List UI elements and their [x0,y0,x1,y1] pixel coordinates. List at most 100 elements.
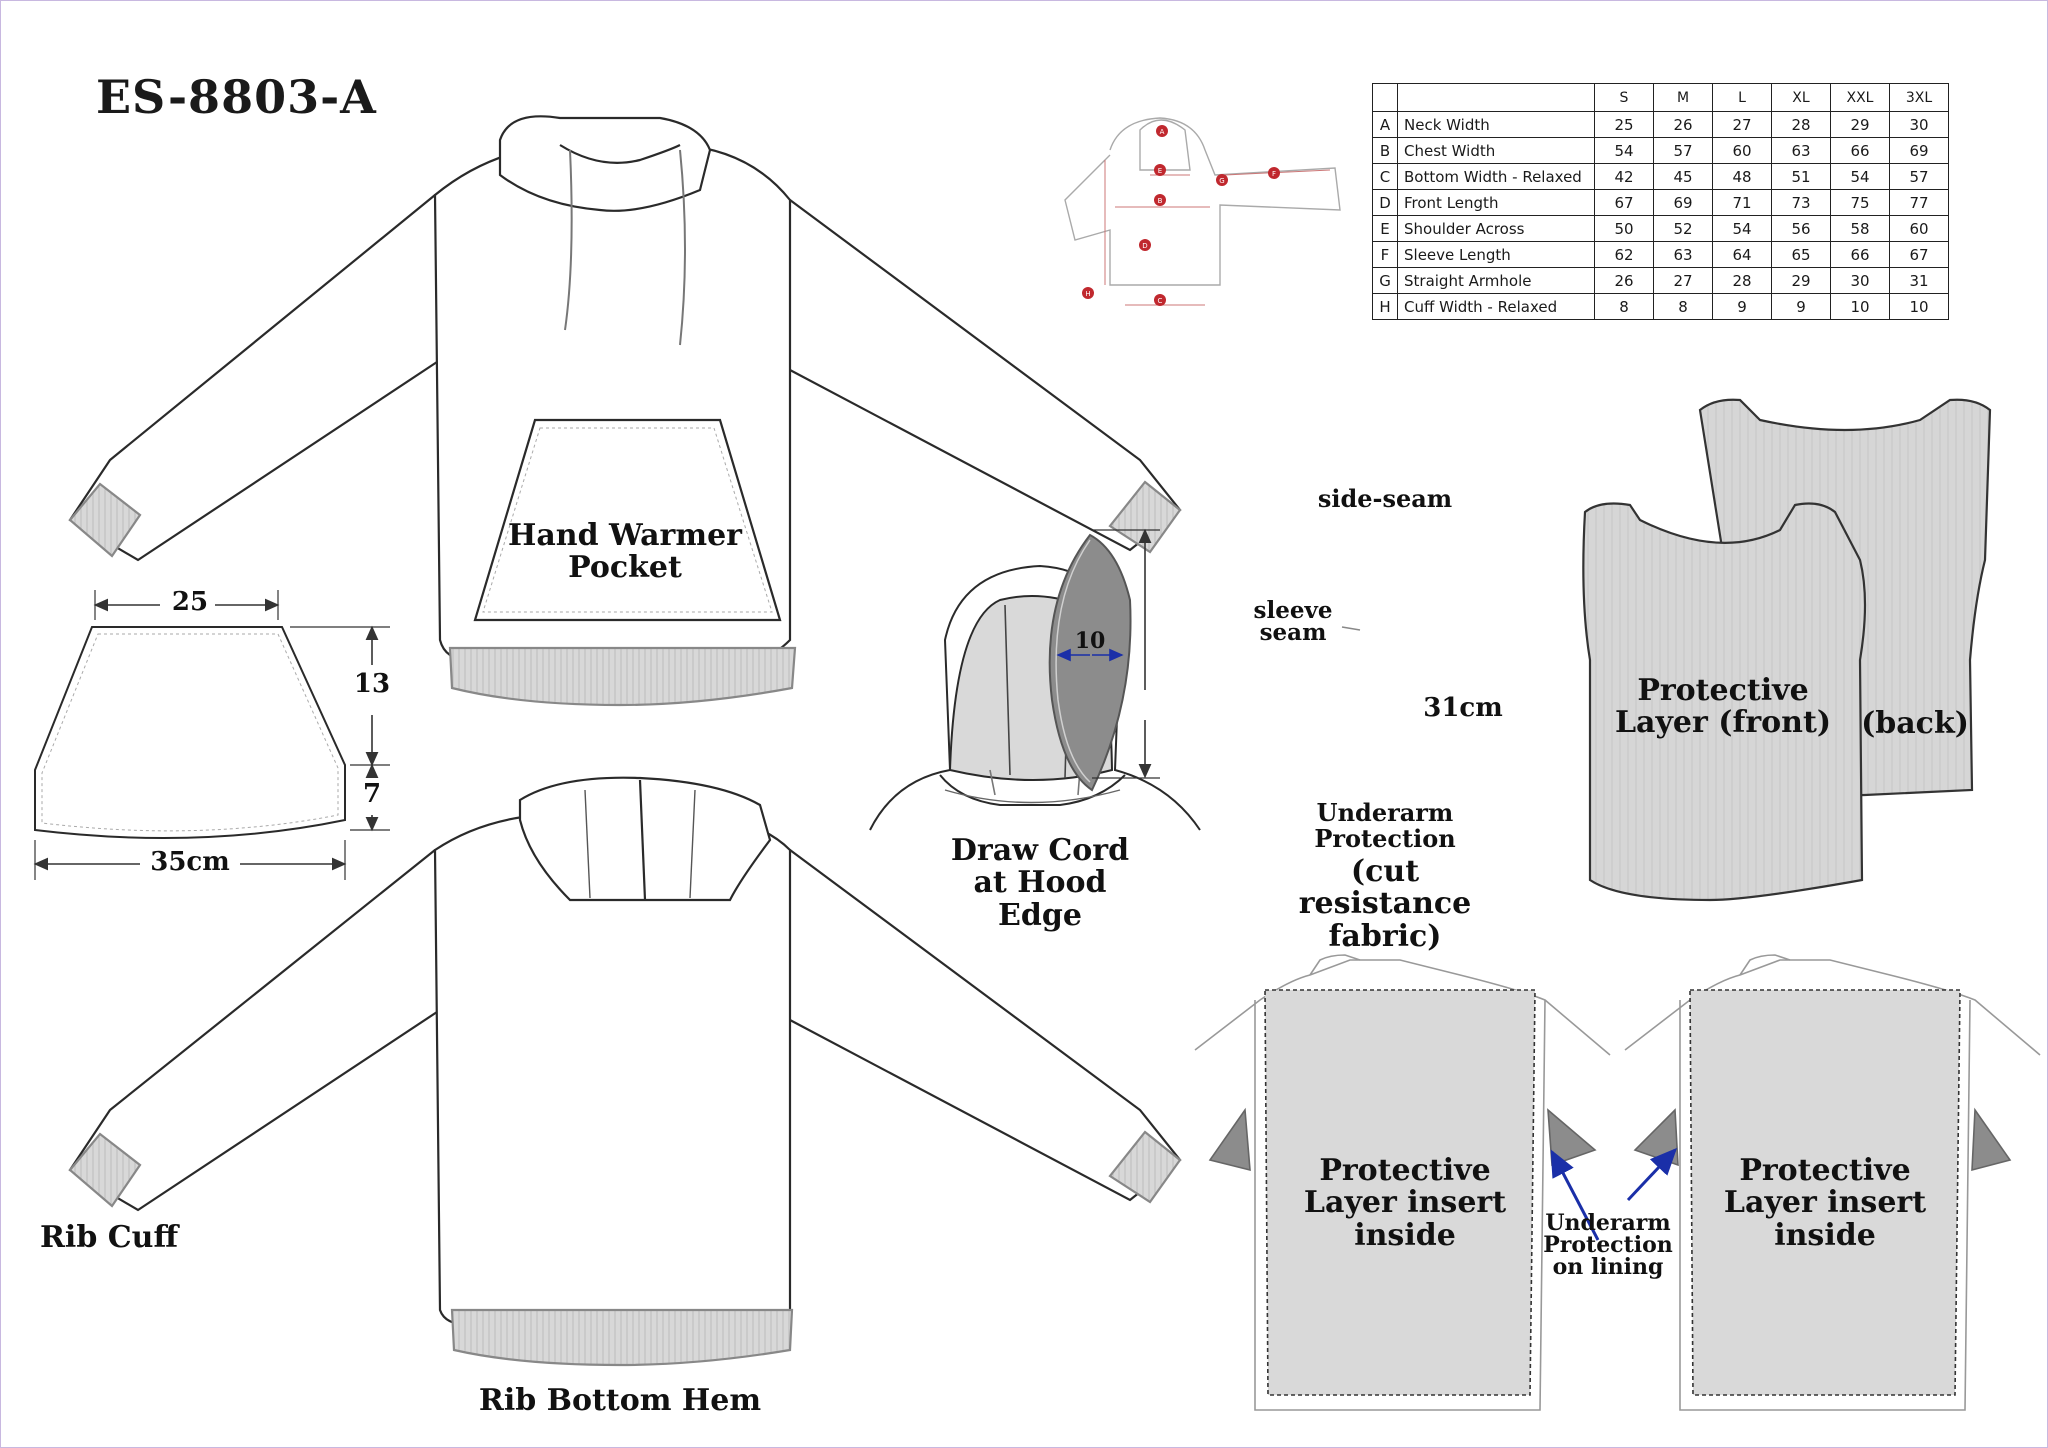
underarm-arrow-right [1626,1147,1678,1202]
cell: 27 [1712,111,1772,138]
guide-marker: B [1158,197,1163,205]
front-hoodie-sketch [68,115,1182,707]
row-name: Bottom Width - Relaxed [1397,163,1595,190]
insert-left-label: Protective Layer insert inside [1303,1153,1507,1253]
row-name: Chest Width [1397,137,1595,164]
cell: 9 [1771,293,1831,320]
cell: 71 [1712,189,1772,216]
cut-resistance-label: (cut resistance fabric) [1298,854,1472,954]
guide-marker: E [1158,167,1162,175]
cell: 73 [1771,189,1831,216]
back-hoodie-sketch [68,776,1182,1367]
cell: 30 [1889,111,1949,138]
header-name-cell [1397,83,1595,112]
insert-view-left [1194,954,1611,1411]
cell: 9 [1712,293,1772,320]
cell: 8 [1653,293,1713,320]
cell: 56 [1771,215,1831,242]
hood-bottom-width: 35cm [150,847,230,877]
guide-marker: H [1085,290,1090,298]
front-left-cuff [68,482,142,558]
row-name: Front Length [1397,189,1595,216]
hood-back-view [869,564,1201,831]
cell: 60 [1712,137,1772,164]
underarm-protection-label: Underarm Protection [1314,798,1456,854]
hood-height-lower: 7 [362,779,382,809]
back-rib-hem [450,1308,794,1367]
front-draw-cord-left [564,149,573,331]
cell: 28 [1771,111,1831,138]
draw-cord-label: Draw Cord at Hood Edge [950,833,1130,933]
row-name: Cuff Width - Relaxed [1397,293,1595,320]
back-hood [518,776,772,902]
measurement-guide-sketch [1064,117,1341,306]
cell: 66 [1830,137,1890,164]
insert-right-label: Protective Layer insert inside [1723,1153,1927,1253]
cell: 64 [1712,241,1772,268]
protective-layer-front-panel [1582,502,1867,902]
guide-marker: A [1160,128,1165,136]
cell: 60 [1889,215,1949,242]
back-left-cuff [68,1132,142,1208]
row-name: Sleeve Length [1397,241,1595,268]
cell: 8 [1594,293,1654,320]
cell: 26 [1653,111,1713,138]
cell: 63 [1653,241,1713,268]
hood-pattern-piece [33,590,390,880]
hood-top-width: 25 [171,587,209,617]
front-rib-hem [448,646,797,707]
guide-marker: D [1142,242,1147,250]
front-hood [498,115,712,212]
rib-hem-label: Rib Bottom Hem [478,1383,762,1418]
pocket-label: Hand Warmer Pocket [508,518,742,586]
guide-marker: C [1158,297,1163,305]
front-right-cuff [1108,480,1182,554]
cell: 42 [1594,163,1654,190]
rib-cuff-label: Rib Cuff [40,1220,179,1255]
cell: 66 [1830,241,1890,268]
measurement-guide-markers: A E G F B D H C [1082,125,1280,306]
back-right-cuff [1108,1130,1182,1204]
cell: 25 [1594,111,1654,138]
front-draw-cord-right [679,149,686,346]
hood-height-upper: 13 [353,669,391,699]
cell: 69 [1653,189,1713,216]
protective-back-label: (back) [1861,706,1969,741]
cell: 45 [1653,163,1713,190]
gusset-width: 10 [1074,628,1106,654]
size-chart-header-row: S M L XL XXL 3XL [1372,83,1949,112]
guide-marker: G [1219,177,1224,185]
front-right-sleeve [789,199,1182,552]
hand-warmer-pocket-outline [473,418,782,622]
protective-front-label: Protective Layer (front) [1614,673,1832,741]
gusset-length: 31cm [1423,693,1503,723]
cell: 10 [1889,293,1949,320]
cell: 67 [1889,241,1949,268]
sleeve-seam-label: sleeve seam [1253,597,1333,646]
underarm-lining-label: Underarm Protection on lining [1543,1210,1673,1280]
row-key: E [1372,215,1398,242]
side-seam-label: side-seam [1317,484,1453,513]
row-name: Neck Width [1397,111,1595,138]
style-number-title: ES-8803-A [96,70,377,124]
guide-marker: F [1272,170,1276,178]
underarm-gusset-piece [1048,528,1361,792]
cell: 77 [1889,189,1949,216]
cell: 65 [1771,241,1831,268]
row-key: D [1372,189,1398,216]
cell: 57 [1653,137,1713,164]
cell: 57 [1889,163,1949,190]
row-name: Shoulder Across [1397,215,1595,242]
size-header: XXL [1830,83,1890,112]
underarm-arrow-left [1550,1149,1600,1241]
